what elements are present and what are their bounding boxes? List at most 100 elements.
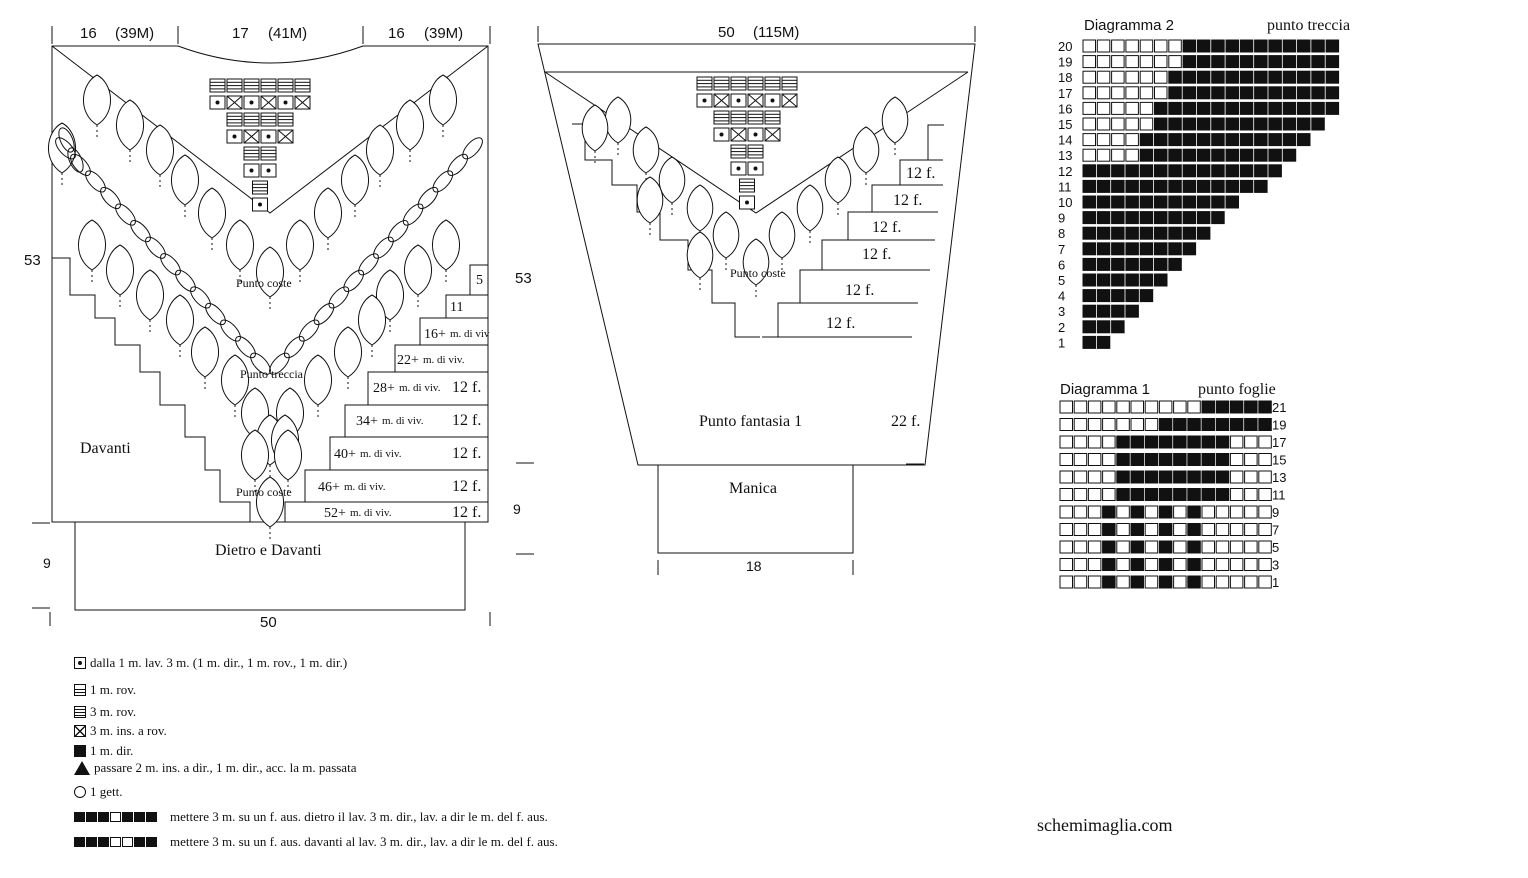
chart-cell: [1125, 226, 1139, 240]
chart-cell: [1073, 453, 1088, 466]
chart-cell: [1096, 273, 1111, 287]
chart-cell: [1087, 418, 1102, 431]
cable-link: [205, 302, 226, 326]
chart-cell: [1187, 540, 1201, 554]
chart-cell: [1244, 418, 1258, 431]
row-number: 21: [1272, 400, 1286, 415]
leaf-motif: [432, 219, 460, 271]
cable-front-icon: [74, 837, 158, 847]
cable-link: [55, 137, 76, 160]
row-number: 1: [1058, 335, 1065, 350]
chart-cell: [1168, 211, 1182, 225]
row-number: 1: [1272, 575, 1279, 590]
chart-cell: [1087, 400, 1102, 414]
chart-cell: [1211, 211, 1225, 225]
chart-cell: [1111, 101, 1125, 115]
step-label: 22+: [397, 353, 419, 368]
chart-cell: [1144, 470, 1159, 484]
legend-row: mettere 3 m. su un f. aus. davanti al la…: [74, 834, 558, 850]
body-top-left-m: (39M): [115, 25, 154, 42]
row-number: 19: [1272, 418, 1286, 433]
chart-cell: [1168, 148, 1182, 162]
chart-cell: [1096, 148, 1111, 162]
chart-cell: [1111, 148, 1125, 162]
legend-text: mettere 3 m. su un f. aus. davanti al la…: [170, 834, 558, 849]
chart-cell: [1229, 505, 1244, 519]
leaf-motif: [171, 154, 199, 206]
leaf-motif: [881, 96, 909, 144]
chart-cell: [1168, 195, 1182, 209]
step-suffix: m. di viv.: [350, 507, 392, 519]
chart-cell: [1196, 195, 1211, 209]
chart-cell: [1125, 242, 1139, 256]
chart-cell: [1201, 558, 1215, 571]
chart-cell: [1116, 540, 1130, 554]
chart-cell: [1087, 558, 1102, 571]
chart-cell: [1073, 435, 1088, 449]
step-suffix: m. di viv.: [382, 415, 424, 427]
chart-cell: [1130, 505, 1144, 519]
chart-cell: [1111, 164, 1125, 178]
cable-link: [67, 147, 84, 173]
step-label: 11: [450, 300, 463, 315]
chart-cell: [1211, 133, 1225, 147]
chart-cell: [1196, 164, 1211, 178]
sleeve-stitch-coste: Punto coste: [730, 266, 786, 280]
cable-link: [432, 170, 454, 193]
cable-link: [373, 236, 394, 259]
chart-cell: [1096, 164, 1111, 178]
step-label: 5: [476, 273, 483, 288]
chart-cell: [1311, 101, 1325, 115]
chart-cell: [1096, 289, 1111, 303]
chart-cell: [1325, 70, 1340, 84]
chart-cell: [1258, 505, 1272, 519]
chart-cell: [1258, 418, 1272, 431]
body-height-left: 53: [24, 252, 41, 269]
chart-cell: [1211, 179, 1225, 193]
chart-cell: [1215, 575, 1230, 589]
chart-cell: [1173, 435, 1187, 449]
chart-cell: [1225, 39, 1239, 53]
cable-link: [283, 336, 305, 359]
step-suffix: m. di viv.: [399, 382, 441, 394]
chart-cell: [1211, 86, 1225, 100]
sleeve-texts: 50 (115M) Punto coste Punto fantasia 1 2…: [699, 24, 920, 574]
rows-label: 12 f.: [452, 504, 481, 521]
chart-cell: [1215, 453, 1230, 466]
leaf-motif: [404, 244, 432, 296]
chart-cell: [1325, 55, 1340, 69]
chart-cell: [1211, 70, 1225, 84]
leaf-motif: [256, 246, 284, 298]
leaf-motif: [632, 126, 660, 174]
chart-cell: [1215, 505, 1230, 519]
chart-cell: [1102, 435, 1116, 449]
sleeve-cuff-label: Manica: [729, 480, 777, 497]
leaf-motif: [581, 104, 609, 152]
row-number: 8: [1058, 226, 1065, 241]
chart-cell: [1082, 101, 1096, 115]
chart-cell: [1201, 523, 1215, 536]
chart-cell: [1258, 470, 1272, 484]
chart-cell: [1244, 575, 1258, 589]
chart-cell: [1116, 418, 1130, 431]
chart-cell: [1173, 400, 1187, 414]
chart-cell: [1158, 418, 1173, 431]
chart-cell: [1059, 400, 1073, 414]
chart-cell: [1268, 101, 1282, 115]
chart-cell: [1258, 523, 1272, 536]
step-label: 28+: [373, 381, 395, 396]
label-back-and-front: Dietro e Davanti: [215, 542, 322, 559]
chart-cell: [1130, 488, 1144, 501]
leaf-motif: [366, 124, 394, 176]
chart-cell: [1268, 39, 1282, 53]
stitch-coste-top: Punto coste: [236, 276, 292, 290]
chart-cell: [1082, 289, 1096, 303]
chart-cell: [1201, 470, 1215, 484]
chart-cell: [1073, 488, 1088, 501]
row-number: 17: [1058, 86, 1072, 101]
sleeve-leaves: [581, 96, 909, 299]
chart-cell: [1168, 39, 1182, 53]
legend-row: 1 gett.: [74, 784, 123, 800]
chart-cell: [1096, 195, 1111, 209]
chart-cell: [1239, 70, 1254, 84]
